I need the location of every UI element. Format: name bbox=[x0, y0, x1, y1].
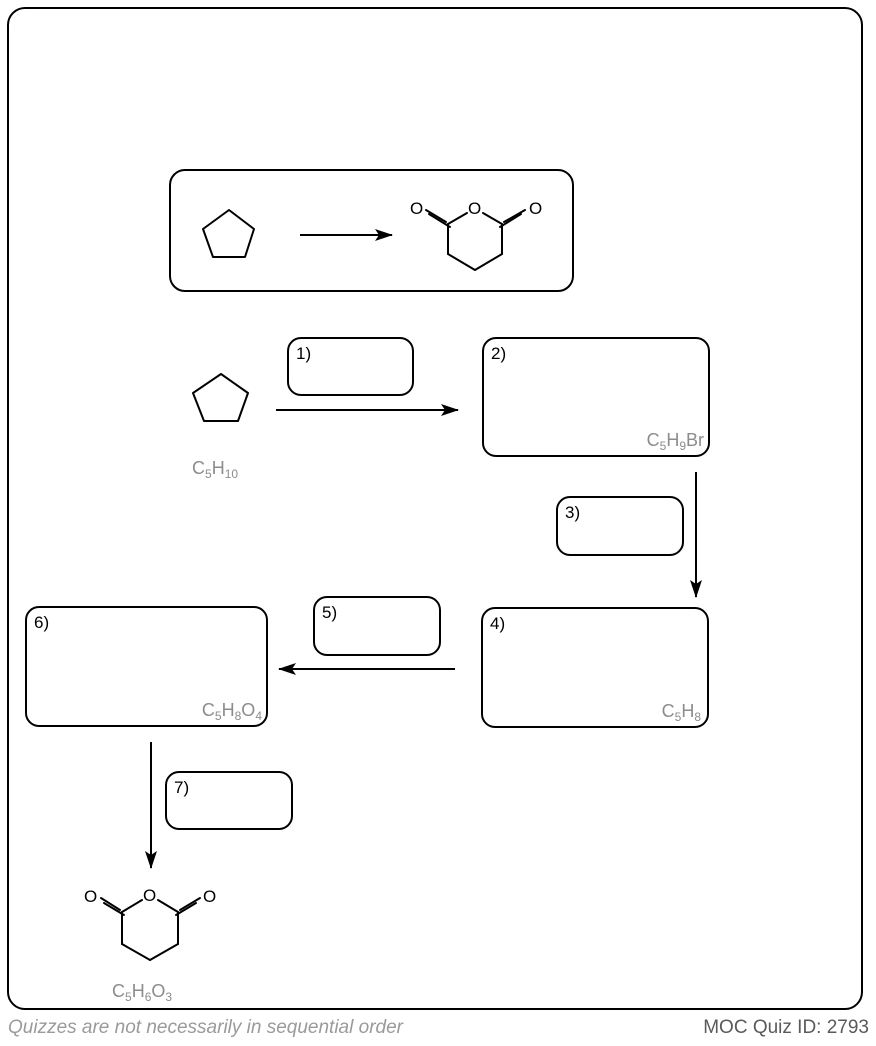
overview-glutaric-anhydride-structure bbox=[425, 209, 526, 271]
footer-quiz-id: MOC Quiz ID: 2793 bbox=[703, 1017, 869, 1038]
start-material-formula: C5H10 bbox=[192, 458, 239, 481]
step-5-label: 5) bbox=[322, 603, 338, 622]
step-4-formula: C5H8 bbox=[661, 701, 701, 724]
step-6-label: 6) bbox=[34, 613, 50, 632]
final-carbonyl-oxygen-right: O bbox=[203, 887, 216, 906]
final-carbonyl-oxygen-left: O bbox=[84, 887, 97, 906]
overview-carbonyl-oxygen-right: O bbox=[529, 199, 542, 218]
step-3-label: 3) bbox=[565, 503, 581, 522]
step-1-label: 1) bbox=[296, 344, 312, 363]
overview-carbonyl-oxygen-left: O bbox=[410, 199, 423, 218]
step-6-product-box[interactable]: 6) C5H8O4 bbox=[25, 606, 268, 727]
step-2-formula: C5H9Br bbox=[646, 430, 704, 453]
start-cyclopentane-structure bbox=[192, 373, 249, 422]
footer-order-note: Quizzes are not necessarily in sequentia… bbox=[8, 1017, 403, 1038]
overview-ring-oxygen: O bbox=[468, 199, 481, 218]
step-4-label: 4) bbox=[490, 614, 506, 633]
final-glutaric-anhydride-structure bbox=[100, 897, 201, 961]
step-1-reagent-box[interactable]: 1) bbox=[287, 337, 414, 396]
step-7-label: 7) bbox=[174, 778, 190, 797]
quiz-frame bbox=[7, 7, 863, 1010]
overview-box bbox=[169, 169, 574, 292]
final-product-formula: C5H6O3 bbox=[112, 981, 173, 1004]
step-2-label: 2) bbox=[491, 344, 507, 363]
step-3-reagent-box[interactable]: 3) bbox=[556, 496, 684, 556]
step-5-reagent-box[interactable]: 5) bbox=[313, 596, 441, 656]
step-6-formula: C5H8O4 bbox=[201, 700, 262, 723]
step-2-product-box[interactable]: 2) C5H9Br bbox=[482, 337, 710, 457]
step-7-reagent-box[interactable]: 7) bbox=[165, 771, 293, 830]
overview-cyclopentane-structure bbox=[202, 209, 255, 258]
final-ring-oxygen: O bbox=[143, 886, 156, 905]
step-4-product-box[interactable]: 4) C5H8 bbox=[481, 607, 709, 728]
